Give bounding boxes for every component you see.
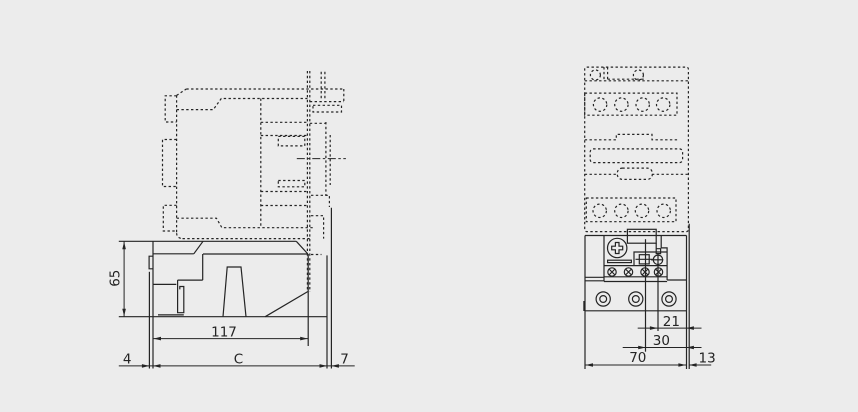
front-marker-plate-fill (617, 168, 653, 180)
front-dimensions: 21 30 70 13 (585, 314, 716, 367)
dim-21: 21 (637, 314, 702, 330)
dim-13-label: 13 (699, 350, 716, 366)
front-pole-terminal-3 (661, 291, 677, 307)
dim-65: 65 (108, 241, 126, 317)
side-dimensions: 65 117 4 C 7 (108, 241, 355, 368)
dim-4-C-7: 4 C 7 (118, 351, 355, 368)
front-contactor-hidden-outline (584, 66, 690, 233)
side-contactor-hidden-outline (161, 71, 345, 292)
dim-30-label: 30 (653, 333, 670, 349)
dim-C-label: C (234, 351, 243, 367)
dim-117: 117 (153, 325, 309, 341)
front-pole-terminal-2 (628, 291, 644, 307)
dim-65-label: 65 (108, 270, 124, 287)
front-relay-outline (583, 223, 690, 369)
dim-117-label: 117 (211, 325, 237, 341)
front-marker-plate (616, 167, 653, 181)
front-pole-terminal-1 (595, 291, 611, 307)
dim-21-label: 21 (663, 314, 680, 330)
dim-7-label: 7 (340, 351, 349, 367)
side-view: 65 117 4 C 7 (108, 71, 355, 369)
side-relay-outline (118, 207, 332, 369)
front-aux-terminal-2 (623, 267, 634, 277)
front-aux-terminal-1 (607, 267, 617, 277)
dim-30: 30 (622, 333, 702, 350)
dim-70-label: 70 (629, 350, 646, 366)
dim-70-13: 70 13 (585, 350, 716, 367)
front-view: 21 30 70 13 (583, 66, 716, 369)
dim-4-label: 4 (123, 351, 132, 367)
